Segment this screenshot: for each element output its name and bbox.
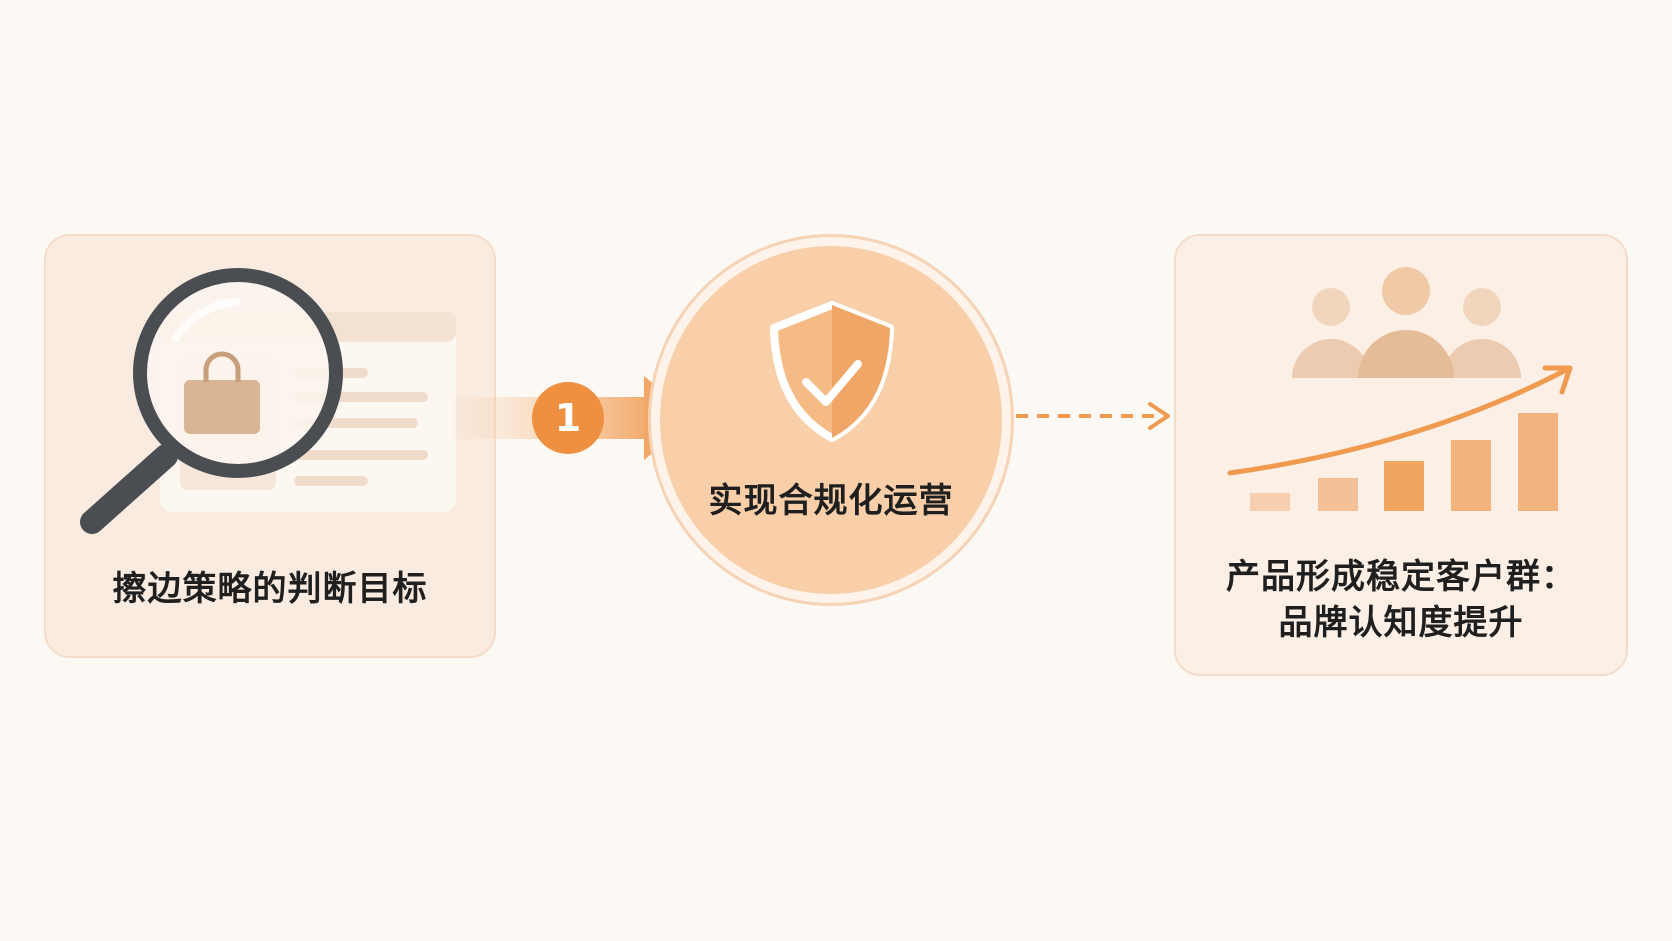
step-label-line-1: 产品形成稳定客户群： <box>1226 557 1576 597</box>
step-number-badge: 1 <box>532 382 604 454</box>
step-label-line-2: 品牌认知度提升 <box>1278 603 1524 643</box>
step-label-stable-customers: 产品形成稳定客户群： 品牌认知度提升 <box>1176 554 1626 646</box>
step-number: 1 <box>554 396 582 440</box>
step-label-compliance: 实现合规化运营 <box>708 481 954 521</box>
step-label-judgment-target: 擦边策略的判断目标 <box>112 569 428 609</box>
